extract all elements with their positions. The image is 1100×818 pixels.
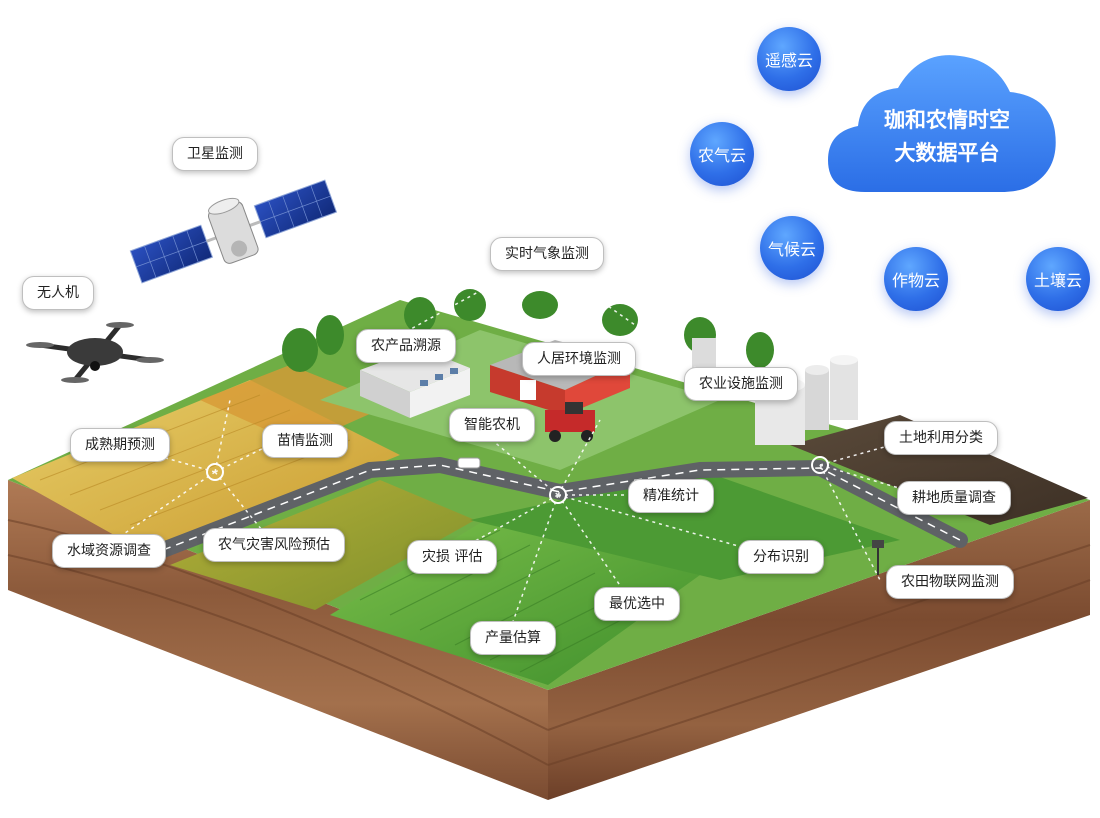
- label-land-use[interactable]: 土地利用分类: [884, 421, 998, 455]
- platform-title: 珈和农情时空 大数据平台: [836, 104, 1058, 170]
- bubble-crop[interactable]: 作物云: [884, 247, 948, 311]
- label-yield[interactable]: 产量估算: [470, 621, 556, 655]
- label-precision[interactable]: 精准统计: [628, 479, 714, 513]
- label-distribution[interactable]: 分布识别: [738, 540, 824, 574]
- label-traceability[interactable]: 农产品溯源: [356, 329, 456, 363]
- bubble-remote-sensing[interactable]: 遥感云: [757, 27, 821, 91]
- satellite-icon: [129, 179, 338, 284]
- bubble-soil[interactable]: 土壤云: [1026, 247, 1090, 311]
- car: [457, 457, 481, 469]
- label-facility[interactable]: 农业设施监测: [684, 367, 798, 401]
- monitor-nodes: [206, 456, 829, 504]
- label-seedling[interactable]: 苗情监测: [262, 424, 348, 458]
- label-water[interactable]: 水域资源调查: [52, 534, 166, 568]
- bubble-climate[interactable]: 气候云: [760, 216, 824, 280]
- iot-sensor-icon: [872, 540, 884, 575]
- label-drone[interactable]: 无人机: [22, 276, 94, 310]
- tree-line: [282, 289, 774, 372]
- label-living-env[interactable]: 人居环境监测: [522, 342, 636, 376]
- harvester: [545, 402, 595, 442]
- drone-icon: [26, 322, 164, 383]
- label-satellite[interactable]: 卫星监测: [172, 137, 258, 171]
- cloud-icon: [828, 55, 1056, 192]
- label-optimal[interactable]: 最优选中: [594, 587, 680, 621]
- label-damage[interactable]: 灾损 评估: [407, 540, 498, 574]
- plowed-field: [790, 415, 1088, 525]
- label-weather-monitor[interactable]: 实时气象监测: [490, 237, 604, 271]
- platform-title-line1: 珈和农情时空: [884, 108, 1010, 132]
- label-disaster-risk[interactable]: 农气灾害风险预估: [203, 528, 345, 562]
- label-soil-quality[interactable]: 耕地质量调查: [897, 481, 1011, 515]
- label-iot[interactable]: 农田物联网监测: [886, 565, 1014, 599]
- bubble-agri-weather[interactable]: 农气云: [690, 122, 754, 186]
- label-smart-machine[interactable]: 智能农机: [449, 408, 535, 442]
- platform-title-line2: 大数据平台: [894, 141, 1000, 165]
- label-maturity[interactable]: 成熟期预测: [70, 428, 170, 462]
